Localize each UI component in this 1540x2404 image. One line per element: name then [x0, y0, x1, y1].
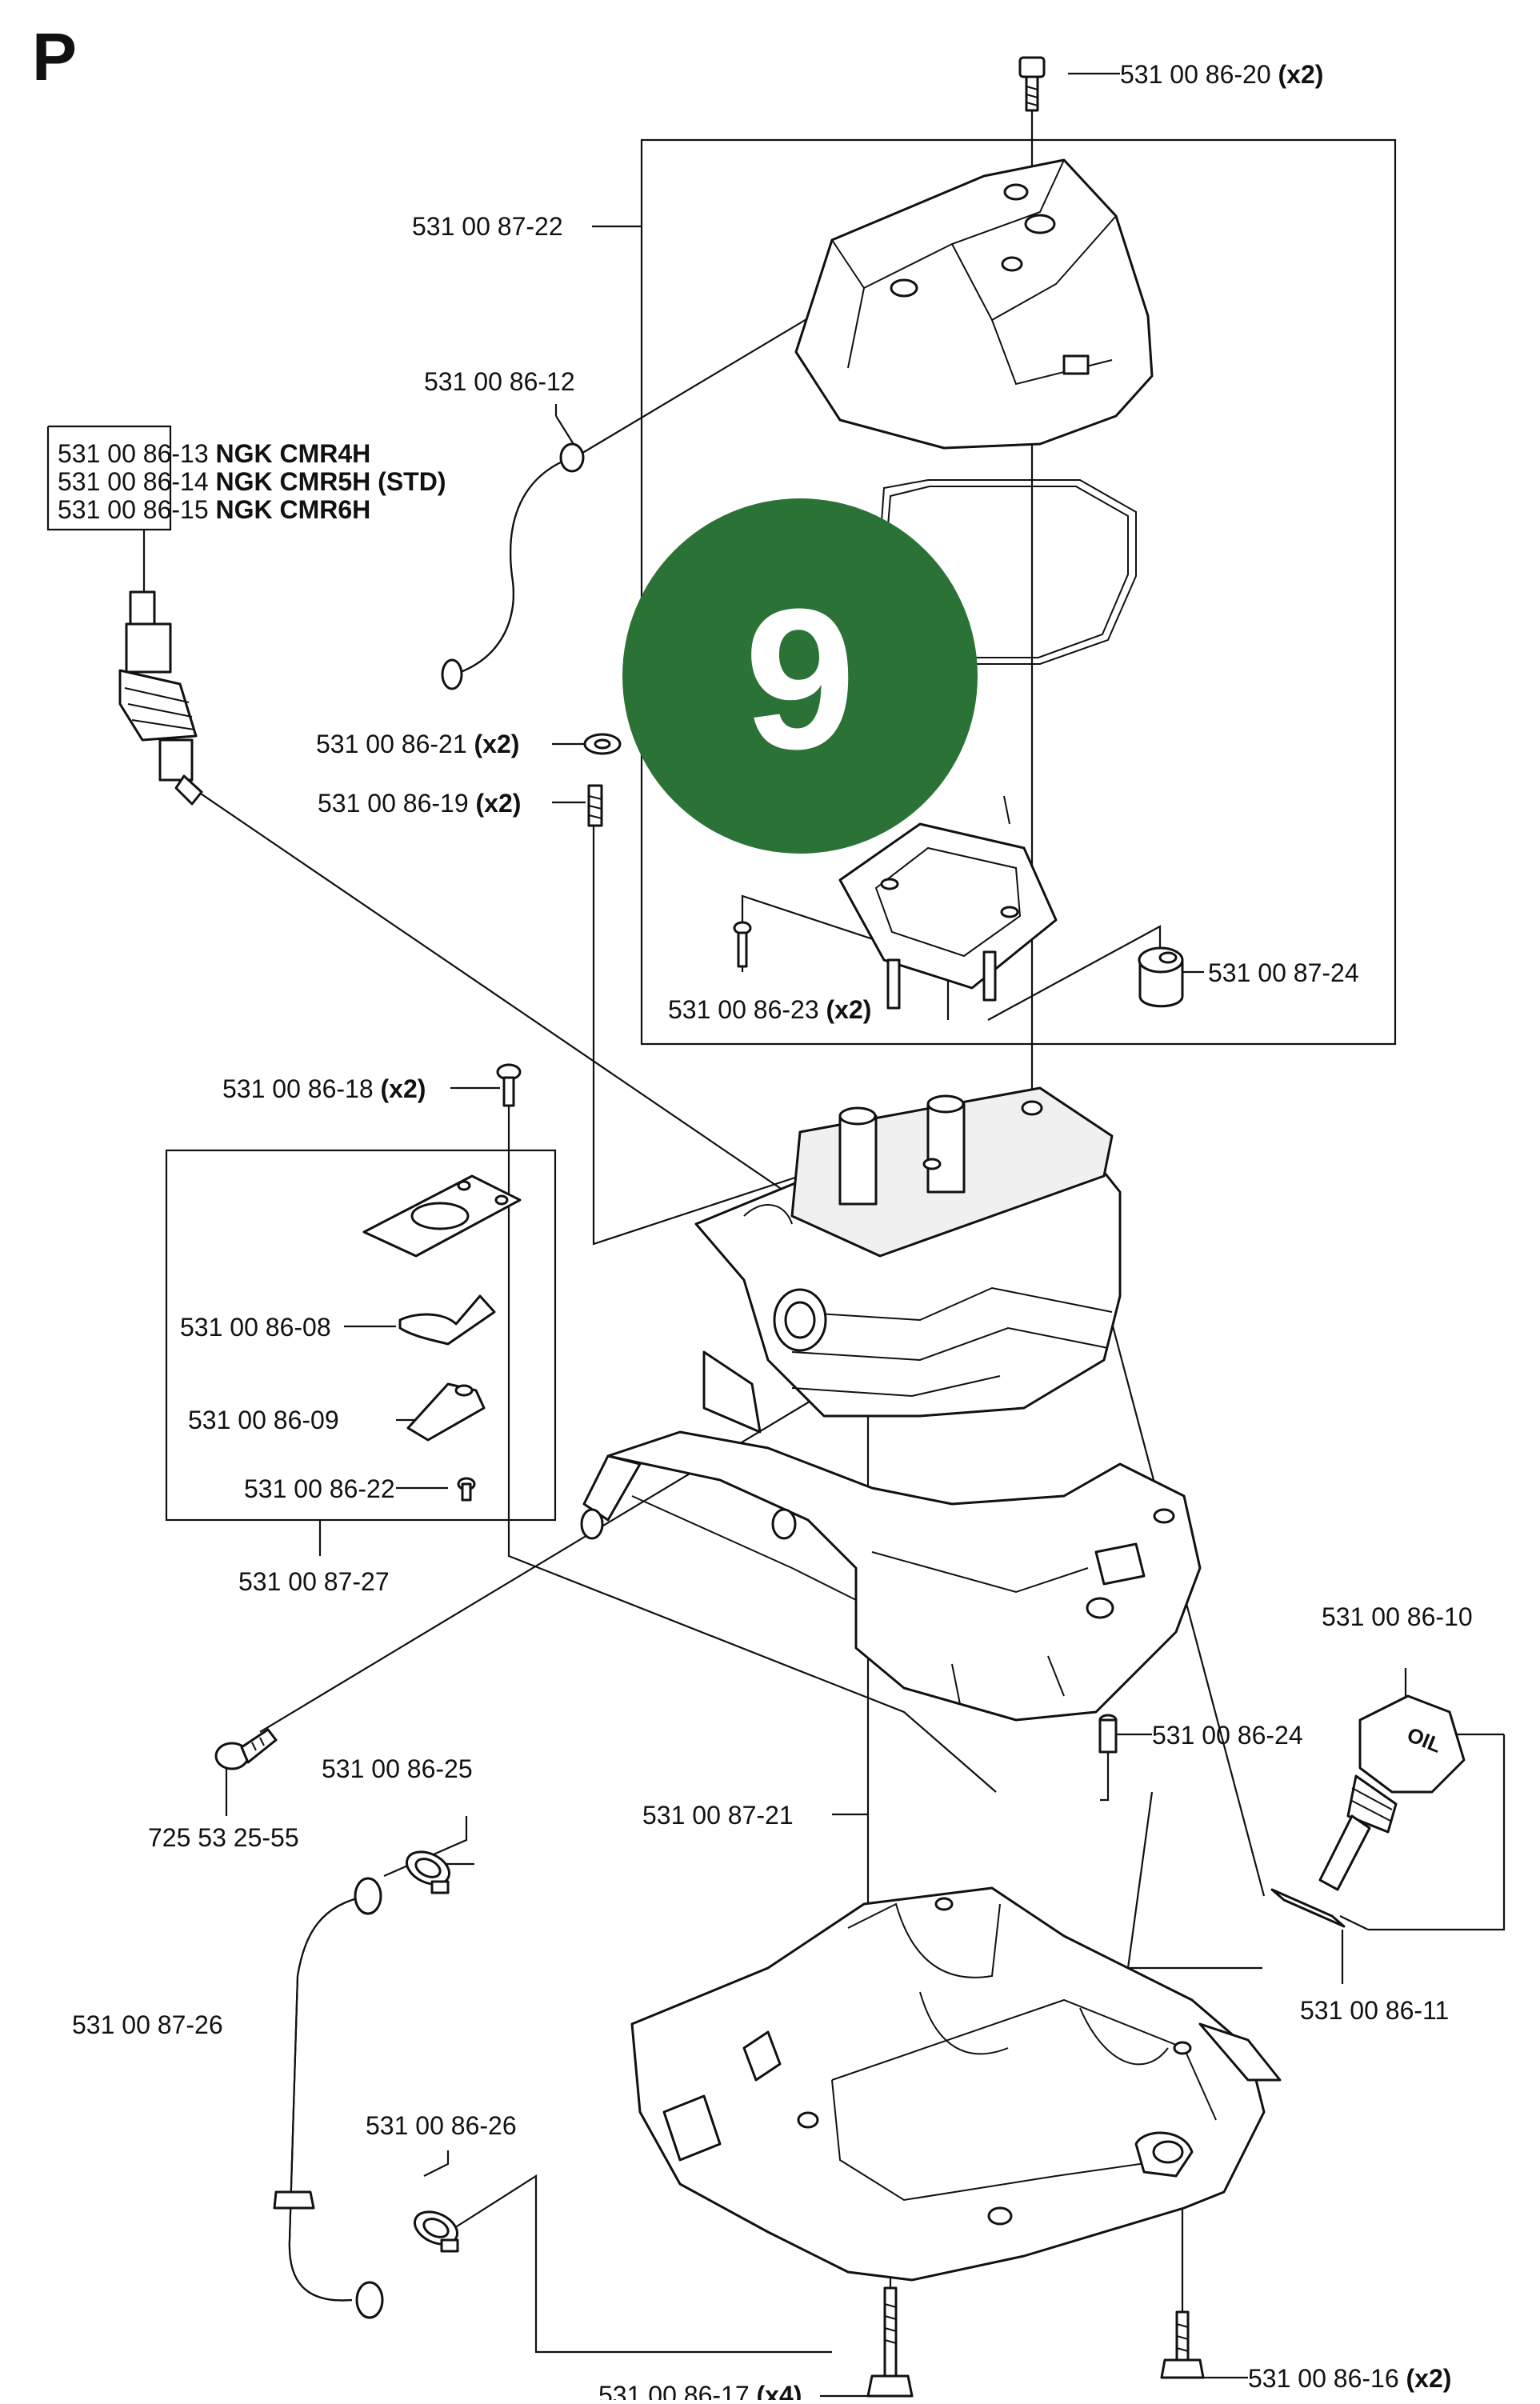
bolt-top: [1018, 56, 1046, 112]
step-badge: 9: [622, 498, 978, 854]
cylinder: [694, 1086, 1122, 1434]
stud: [587, 784, 603, 827]
hose-clamp-lower: [414, 2210, 459, 2253]
oil-filler-cap: OIL: [1318, 1694, 1466, 1891]
valve-cover: [794, 158, 1154, 450]
leader-lines: [142, 72, 1407, 2398]
valve-cover-kit-box: [640, 138, 1397, 1046]
label-531-00-86-08: 531 00 86-08: [180, 1313, 331, 1342]
crankcase-bolt-long: [866, 2286, 914, 2398]
decompression-kit-box: [165, 1149, 557, 1522]
label-531-00-86-09: 531 00 86-09: [188, 1406, 339, 1434]
o-ring: [1270, 1888, 1346, 1928]
label-531-00-86-20: 531 00 86-20 (x2): [1120, 60, 1323, 89]
spark-plug-label-bracket: [46, 425, 172, 531]
badge-number: 9: [744, 567, 855, 790]
upper-crankcase: [580, 1430, 1202, 1722]
label-531-00-86-19: 531 00 86-19 (x2): [318, 789, 521, 818]
label-spark-plug-cmr5h: 531 00 86-14 NGK CMR5H (STD): [58, 467, 446, 496]
impulse-hose: [273, 1877, 384, 2319]
oil-cap-kit-bracket: [1368, 1734, 1506, 1931]
label-531-00-86-25: 531 00 86-25: [322, 1754, 473, 1783]
badge-circle: [622, 498, 978, 854]
label-spark-plug-cmr4h: 531 00 86-13 NGK CMR4H: [58, 439, 370, 468]
label-spark-plug-cmr6h: 531 00 86-15 NGK CMR6H: [58, 495, 370, 524]
label-531-00-86-16: 531 00 86-16 (x2): [1248, 2364, 1451, 2393]
reed-valve: [398, 1294, 496, 1346]
label-531-00-87-22: 531 00 87-22: [412, 212, 563, 241]
spark-plug: [118, 590, 203, 806]
decompression-plate: [362, 1174, 522, 1258]
label-531-00-86-22: 531 00 86-22: [244, 1474, 395, 1503]
crankcase-screw: [214, 1728, 278, 1770]
breather-hose: [441, 442, 585, 690]
crankcase-bolt-short: [1160, 2310, 1205, 2379]
screw-86-22: [457, 1477, 476, 1502]
valve-cap: [1138, 946, 1184, 1008]
valve-stop: [406, 1382, 486, 1442]
label-531-00-86-21: 531 00 86-21 (x2): [316, 730, 519, 758]
label-531-00-87-21: 531 00 87-21: [642, 1801, 794, 1830]
lower-crankcase: [630, 1886, 1282, 2282]
label-531-00-86-23: 531 00 86-23 (x2): [668, 995, 871, 1024]
label-531-00-86-11: 531 00 86-11: [1300, 1996, 1449, 2025]
small-screw: [733, 921, 752, 968]
label-531-00-87-24: 531 00 87-24: [1208, 958, 1359, 987]
label-531-00-86-17: 531 00 86-17 (x4): [598, 2381, 802, 2400]
label-531-00-86-26: 531 00 86-26: [366, 2111, 517, 2140]
section-letter: P: [32, 19, 77, 94]
dowel-pin: [1098, 1714, 1118, 1754]
label-531-00-86-10: 531 00 86-10: [1322, 1602, 1473, 1631]
screw-86-18: [496, 1063, 522, 1107]
label-531-00-87-27: 531 00 87-27: [238, 1567, 390, 1596]
label-531-00-86-24: 531 00 86-24: [1152, 1721, 1303, 1750]
hose-clamp-upper: [406, 1850, 450, 1894]
label-531-00-86-12: 531 00 86-12: [424, 367, 575, 396]
part-labels: 531 00 86-20 (x2) 531 00 87-22 531 00 86…: [58, 60, 1473, 2404]
label-531-00-86-18: 531 00 86-18 (x2): [222, 1074, 426, 1103]
label-531-00-87-26: 531 00 87-26: [72, 2010, 223, 2039]
label-725-53-25-55: 725 53 25-55: [148, 1823, 299, 1852]
